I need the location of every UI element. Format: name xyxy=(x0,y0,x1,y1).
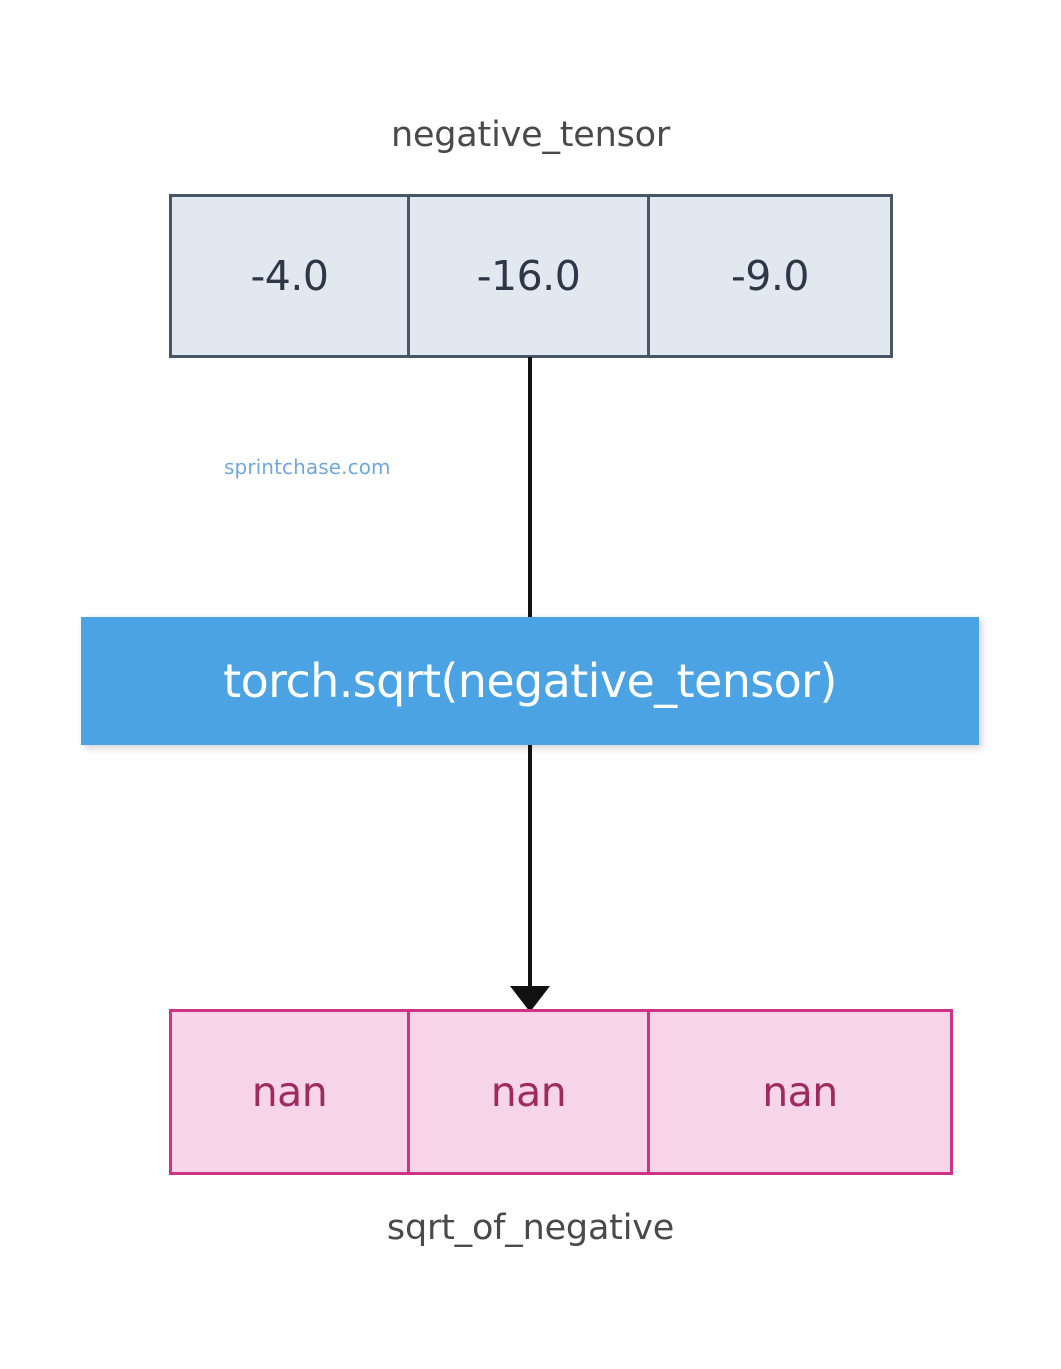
input-tensor-cell-2: -9.0 xyxy=(650,197,890,355)
arrow-down-icon xyxy=(510,986,550,1012)
connector-input-to-operation xyxy=(528,357,532,618)
operation-label: torch.sqrt(negative_tensor) xyxy=(223,654,837,708)
output-tensor-cell-1: nan xyxy=(410,1012,650,1172)
input-tensor-cell-1: -16.0 xyxy=(410,197,650,355)
input-tensor-cell-0: -4.0 xyxy=(172,197,410,355)
output-tensor-table: nan nan nan xyxy=(169,1009,953,1175)
output-tensor-cell-0: nan xyxy=(172,1012,410,1172)
operation-box: torch.sqrt(negative_tensor) xyxy=(81,617,979,745)
output-tensor-cell-2: nan xyxy=(650,1012,950,1172)
watermark-label: sprintchase.com xyxy=(224,455,391,479)
output-tensor-caption: sqrt_of_negative xyxy=(386,1208,675,1248)
input-tensor-table: -4.0 -16.0 -9.0 xyxy=(169,194,893,358)
input-tensor-title: negative_tensor xyxy=(390,115,671,155)
connector-operation-to-output xyxy=(528,745,532,993)
